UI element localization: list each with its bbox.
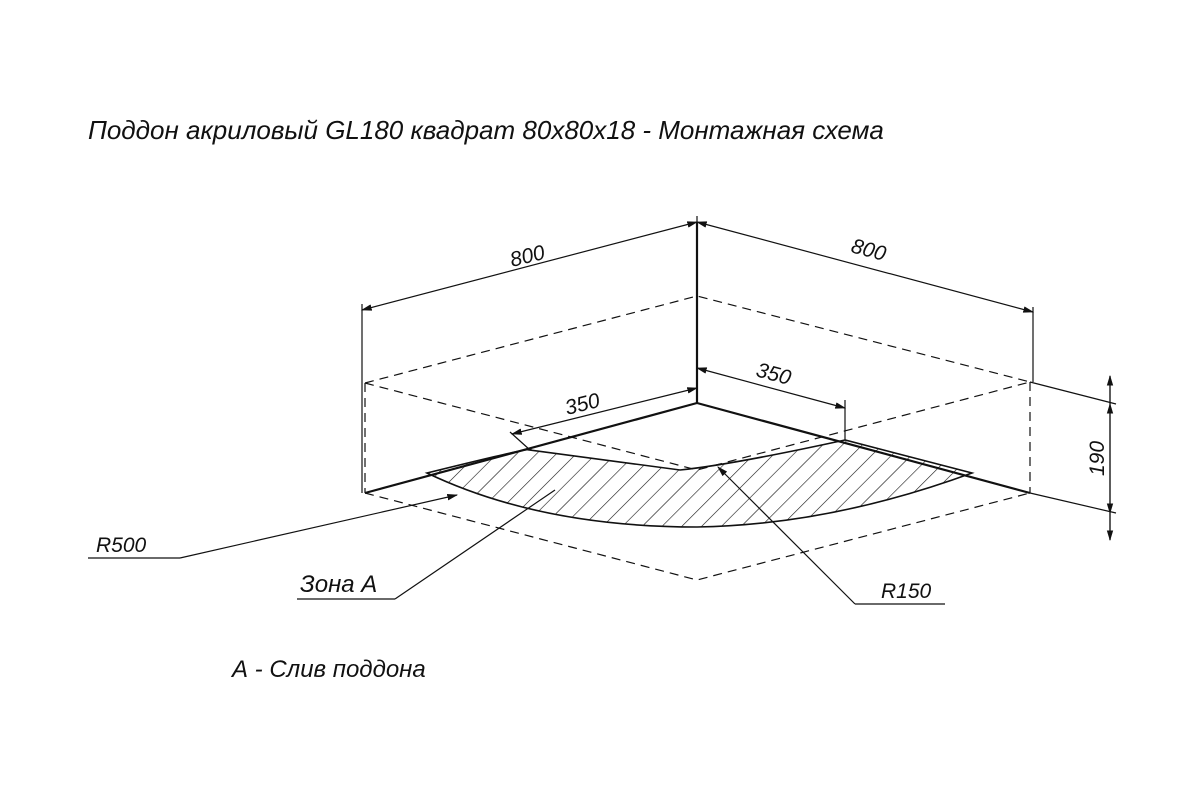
page-title: Поддон акриловый GL180 квадрат 80х80х18 … xyxy=(88,115,884,145)
dimension-lines xyxy=(360,221,1114,542)
tray-walls xyxy=(364,222,1031,495)
dimension-offset-left: 350 xyxy=(563,389,603,420)
tray-hidden-outline xyxy=(364,295,1031,581)
drain-zone-a xyxy=(424,439,975,528)
leader-lines xyxy=(88,466,945,605)
label-radius-outer: R500 xyxy=(96,534,147,557)
label-radius-inner: R150 xyxy=(881,580,932,603)
dimension-width-right: 800 xyxy=(849,235,889,266)
dimension-width-left: 800 xyxy=(508,241,548,272)
label-drain-zone: Зона А xyxy=(300,571,377,598)
dimension-height: 190 xyxy=(1086,441,1109,476)
legend-drain: А - Слив поддона xyxy=(230,656,426,683)
